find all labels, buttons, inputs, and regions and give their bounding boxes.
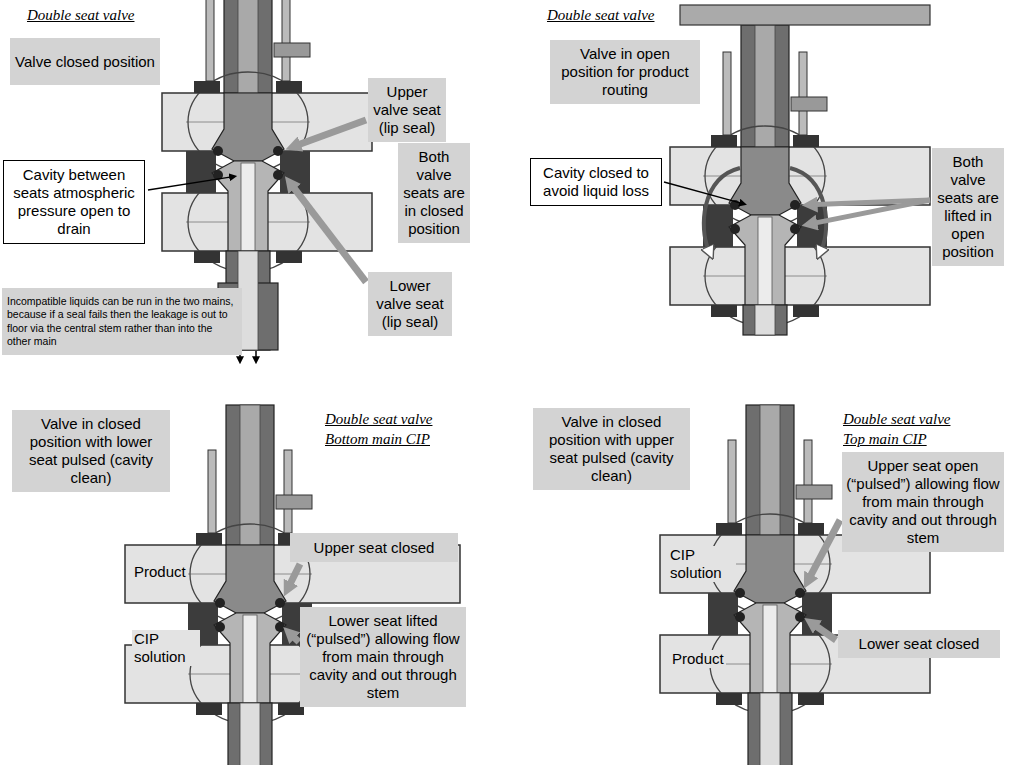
box-text: Valve in closed position with lower seat… xyxy=(16,415,166,487)
pipe-label: Product xyxy=(670,650,726,668)
note-box: Incompatible liquids can be run in the t… xyxy=(2,288,242,355)
valve-closed xyxy=(224,0,272,93)
box-text: Lower seat closed xyxy=(842,635,996,653)
box-text: Both valve seats are in closed position xyxy=(402,148,466,238)
valve-open xyxy=(703,52,827,326)
valve-bottom-cip xyxy=(228,703,272,765)
callout-pointer xyxy=(294,637,299,642)
box-text: Valve in open position for product routi… xyxy=(554,45,696,99)
callout-box: Cavity closed to avoid liquid loss xyxy=(530,158,662,206)
flow-arrow xyxy=(790,168,826,248)
box-text: Cavity between seats atmospheric pressur… xyxy=(9,166,139,238)
pipe-label: CIP solution xyxy=(668,546,736,582)
note-box: Valve in closed position with lower seat… xyxy=(12,410,170,492)
note-box: Both valve seats are lifted in open posi… xyxy=(932,148,1004,266)
callout-pointer xyxy=(816,200,930,223)
note-box: Lower seat lifted (“pulsed”) allowing fl… xyxy=(300,607,466,707)
valve-closed xyxy=(238,0,258,93)
note-box: Lower seat closed xyxy=(838,630,1000,658)
panel-title: Double seat valve xyxy=(27,6,134,26)
panel-title: Double seat valve xyxy=(325,410,432,430)
callout-pointer xyxy=(816,626,836,640)
box-text: Lower valve seat (lip seal) xyxy=(372,277,448,331)
valve-open xyxy=(755,25,775,147)
callout-pointer xyxy=(148,120,930,642)
note-box: Valve in closed position with upper seat… xyxy=(533,408,690,490)
valve-bottom-cip xyxy=(125,405,460,765)
actuator-cap xyxy=(680,5,930,25)
panel-title: Double seat valve xyxy=(547,6,654,26)
valve-open xyxy=(743,305,787,335)
note-box: Upper seat closed xyxy=(290,533,458,562)
box-text: Cavity closed to avoid liquid loss xyxy=(536,164,656,200)
box-text: Upper valve seat (lip seal) xyxy=(372,83,442,137)
valve-bottom-cip xyxy=(240,703,260,765)
valve-open xyxy=(755,305,775,335)
callout-pointer xyxy=(290,564,300,584)
box-text: Lower seat lifted (“pulsed”) allowing fl… xyxy=(304,612,462,702)
callout-box: Cavity between seats atmospheric pressur… xyxy=(3,160,145,244)
valve-top-cip xyxy=(760,405,780,535)
note-box: Valve closed position xyxy=(10,38,160,85)
flow-arrow xyxy=(704,168,826,248)
drain-arrow xyxy=(240,351,256,357)
note-box: Both valve seats are in closed position xyxy=(398,143,470,243)
callout-pointer xyxy=(664,182,740,203)
panel-title: Top main CIP xyxy=(843,430,927,450)
note-box: Valve in open position for product routi… xyxy=(550,40,700,104)
panel-title: Bottom main CIP xyxy=(325,430,430,450)
note-box: Upper seat open (“pulsed”) allowing flow… xyxy=(842,452,1004,552)
note-box: Lower valve seat (lip seal) xyxy=(368,272,452,336)
box-text: Upper seat open (“pulsed”) allowing flow… xyxy=(846,457,1000,547)
callout-pointer xyxy=(294,188,366,282)
valve-open xyxy=(670,25,930,335)
box-text: Incompatible liquids can be run in the t… xyxy=(7,295,237,348)
valve-closed xyxy=(186,0,310,272)
panel-title: Double seat valve xyxy=(843,410,950,430)
flow-arrow xyxy=(704,168,740,248)
valve-top-cip xyxy=(760,693,780,765)
callout-pointer xyxy=(299,120,366,145)
note-box: Upper valve seat (lip seal) xyxy=(368,78,446,142)
box-text: Upper seat closed xyxy=(294,539,454,557)
box-text: Valve in closed position with upper seat… xyxy=(537,413,686,485)
pipe-label: CIP solution xyxy=(132,630,200,666)
valve-bottom-cip xyxy=(188,450,312,724)
callout-pointer xyxy=(811,520,841,576)
box-text: Valve closed position xyxy=(14,53,156,71)
drain-arrow xyxy=(255,351,257,357)
pipe-label: Product xyxy=(132,563,188,581)
box-text: Both valve seats are lifted in open posi… xyxy=(936,153,1000,261)
callout-pointer xyxy=(148,177,230,190)
valve-open xyxy=(741,25,789,147)
valve-top-cip xyxy=(748,693,792,765)
